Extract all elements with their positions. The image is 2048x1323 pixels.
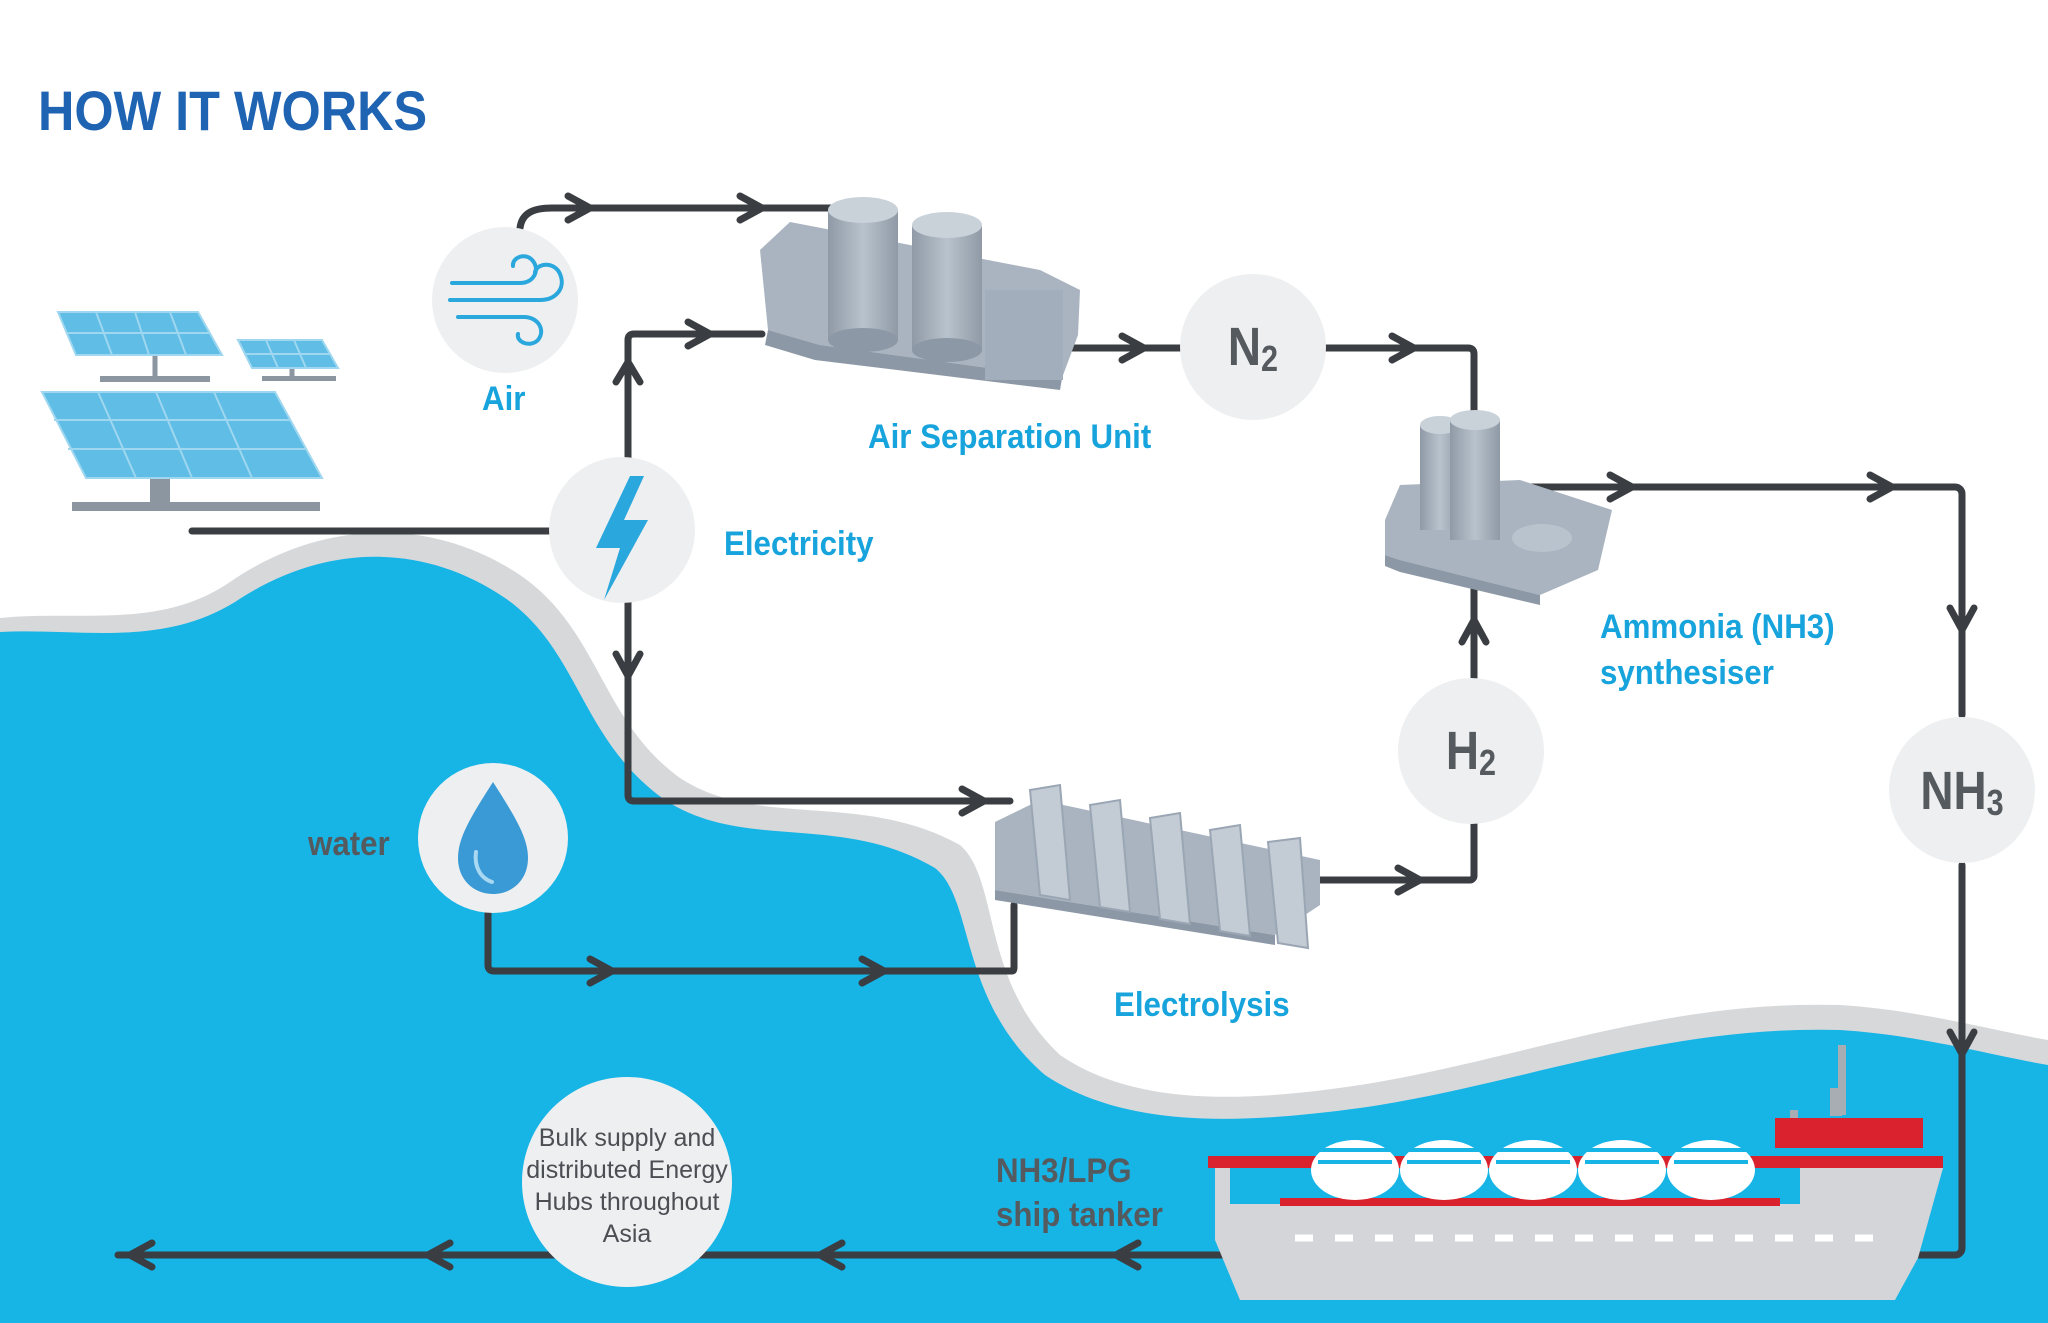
arrow-synth-out-2 [1866,471,1896,503]
arrow-electricity-up [612,358,644,386]
arrow-heads [126,192,1978,1271]
line-water-to-electrolysis [484,901,1018,975]
arrow-air-1 [564,192,594,224]
arrow-export-4 [126,1239,156,1271]
sea-and-shore [0,532,2048,1323]
line-electricity-down [624,586,1014,805]
line-synth-to-nh3 [1508,483,1966,719]
h2-node [1398,678,1544,824]
arrow-asu-n2 [1118,332,1148,364]
line-n2-to-synth [1321,344,1478,424]
bulk-supply-text: Bulk supply and distributed Energy Hubs … [526,1124,728,1248]
ammonia-synthesiser-equipment [1385,410,1612,605]
wind-icon [448,254,564,346]
solar-panel-large [40,391,324,511]
arrow-asu-in [684,318,714,350]
water-drop-icon [458,782,528,894]
ammonia-synthesiser-label-line2: synthesiser [1600,654,1774,692]
air-separation-unit-equipment [760,197,1080,390]
tanker-label-line2: ship tanker [996,1196,1163,1234]
arrow-nh3-down-1 [1946,604,1978,634]
arrow-air-2 [736,192,766,224]
arrow-h2-line [1394,864,1424,896]
electricity-label: Electricity [724,525,874,563]
nh3-formula: NH3 [1920,761,2004,823]
arrow-water-1 [586,955,616,987]
arrow-electrolysis-in [958,785,988,817]
solar-panel-small-left [56,311,224,382]
water-label: water [308,825,390,863]
ship-tanker-icon [1208,1045,1943,1300]
bulk-supply-node [522,1077,732,1287]
page-title: HOW IT WORKS [38,79,428,142]
n2-node [1180,274,1326,420]
lightning-bolt-icon [596,476,648,600]
air-separation-unit-label: Air Separation Unit [868,418,1152,456]
arrow-electricity-down [612,650,644,680]
sea [0,556,2048,1323]
solar-panel-icon [40,311,340,511]
electrolysis-label: Electrolysis [1114,986,1290,1024]
arrow-export-1 [1112,1239,1142,1271]
line-electricity-up [624,330,766,474]
arrow-n2-synth [1388,332,1418,364]
tanker-label-line1: NH3/LPG [996,1152,1132,1190]
arrow-nh3-down-2 [1946,1028,1978,1058]
electrolysis-equipment [995,783,1320,950]
arrow-synth-out-1 [1606,471,1636,503]
nh3-node [1889,717,2035,863]
line-electrolysis-to-h2 [1316,819,1478,884]
line-nh3-down [1876,861,1966,1259]
n2-formula: N2 [1227,317,1279,379]
solar-panel-small-right [236,339,340,381]
ammonia-synthesiser-label-line1: Ammonia (NH3) [1600,608,1835,646]
arrow-export-2 [816,1239,846,1271]
arrow-h2-up [1458,616,1490,646]
arrow-export-3 [424,1239,454,1271]
air-label: Air [482,380,526,418]
h2-formula: H2 [1445,721,1497,783]
arrow-water-2 [858,955,888,987]
line-air-to-asu [516,204,849,232]
